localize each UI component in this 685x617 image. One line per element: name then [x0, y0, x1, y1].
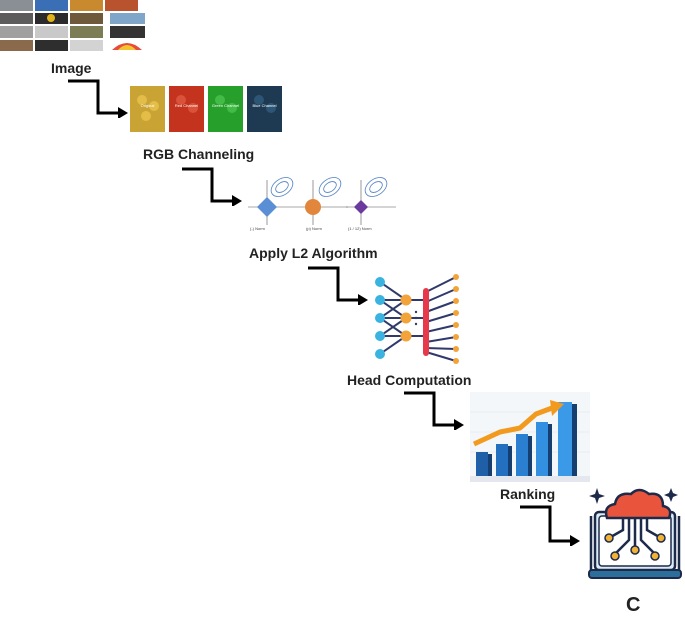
cloud-book-icon — [585, 484, 685, 584]
arrow-1 — [68, 79, 128, 118]
l2-caption-1: (-) Norm — [250, 226, 265, 231]
step-label-apply-l2: Apply L2 Algorithm — [249, 245, 378, 261]
channel-caption-red: Red Channel — [174, 103, 199, 108]
arrow-4 — [404, 391, 464, 430]
channel-caption-original: Original — [140, 103, 155, 108]
step-label-head-computation: Head Computation — [347, 372, 472, 388]
arrow-2 — [182, 167, 242, 206]
step-label-ranking: Ranking — [500, 486, 556, 502]
l2-caption-2: (p) Norm — [306, 226, 322, 231]
channel-caption-green: Green Channel — [211, 103, 240, 108]
neural-network-icon — [372, 272, 464, 364]
channel-caption-blue: Blue Channel — [252, 103, 277, 108]
arrow-3 — [308, 266, 368, 305]
ranking-chart-icon — [470, 392, 590, 482]
image-collage — [0, 0, 148, 52]
step-label-image: Image — [51, 60, 92, 76]
rgb-channel-images: Original Red Channel Green Channel Blue … — [130, 86, 282, 132]
arrow-5 — [520, 505, 580, 546]
l2-caption-3: (1 / 12) Norm — [348, 226, 372, 231]
step-label-c: C — [626, 594, 641, 616]
step-label-rgb-channeling: RGB Channeling — [143, 146, 255, 162]
l2-algorithm-illustration: (-) Norm (p) Norm (1 / 12) Norm — [248, 170, 398, 232]
